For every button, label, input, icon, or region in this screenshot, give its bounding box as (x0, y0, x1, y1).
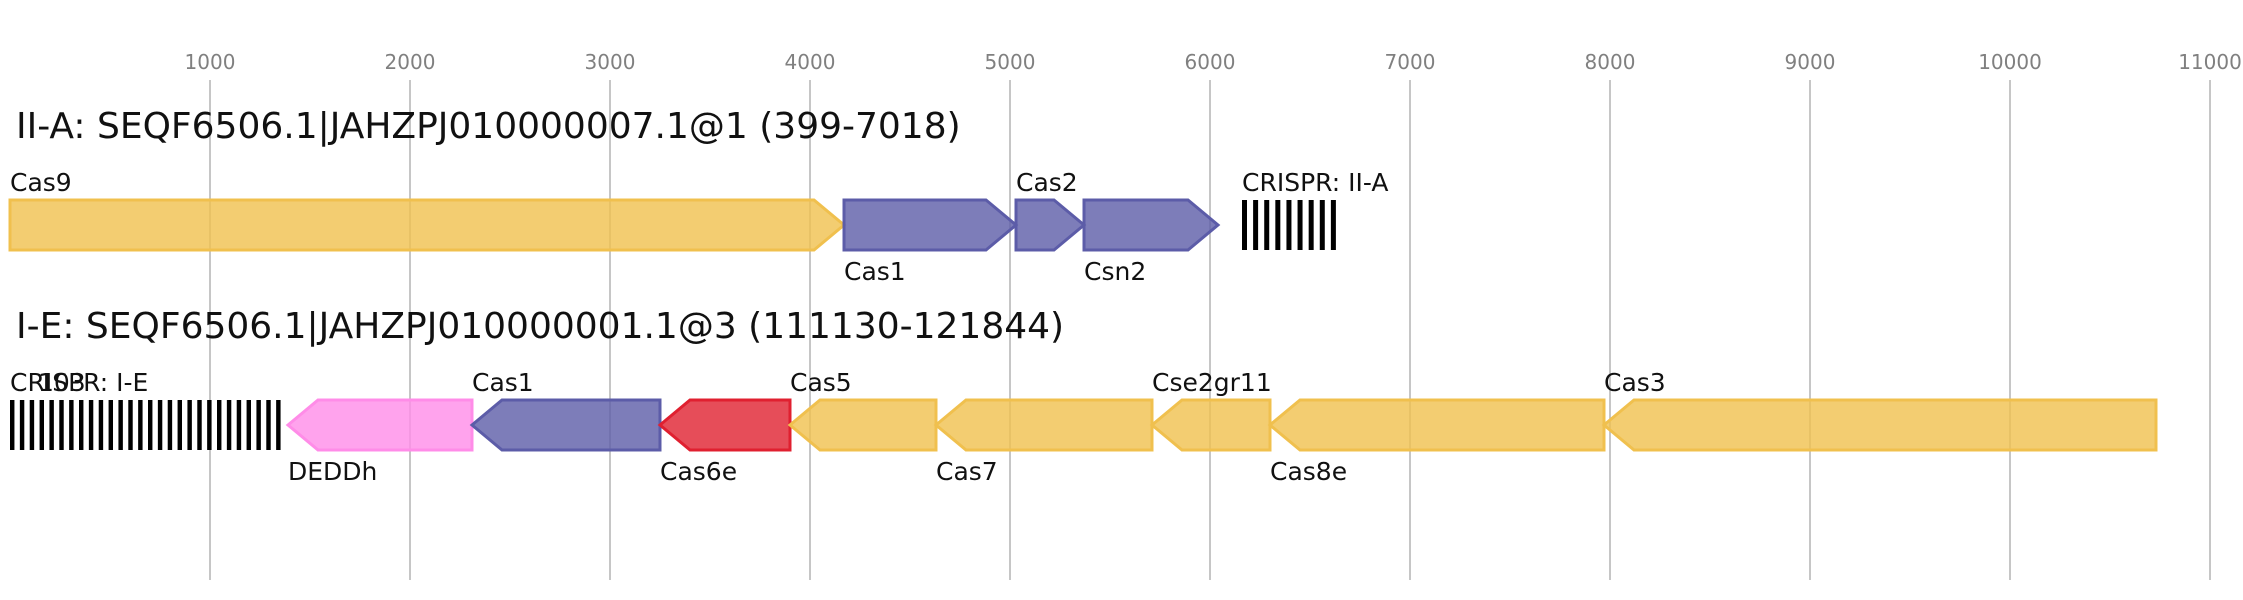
gene-arrow[interactable] (787, 398, 938, 452)
crispr-repeat (177, 400, 183, 450)
gene-label: Cas1 (844, 257, 906, 286)
crispr-repeat (19, 400, 25, 450)
crispr-repeat (167, 400, 173, 450)
tick-label-9000: 9000 (1785, 50, 1836, 74)
gene-arrow[interactable] (1014, 198, 1087, 252)
track-title: II-A: SEQF6506.1|JAHZPJ010000007.1@1 (39… (16, 106, 961, 147)
gene-arrow[interactable] (842, 198, 1019, 252)
crispr-repeat (157, 400, 163, 450)
gene-cas8e[interactable]: Cas8e (1267, 398, 1606, 486)
crispr-repeat (187, 400, 192, 450)
crispr-repeat (217, 400, 222, 450)
gene-arrow[interactable] (1082, 198, 1221, 252)
gene-label: Cas7 (936, 457, 998, 486)
crispr-repeat (1308, 200, 1314, 250)
axis-grid: 1000 2000 3000 4000 5000 6000 7000 8000 9000 1000… (185, 50, 2242, 580)
crispr-repeat (79, 400, 84, 450)
gene-arrow[interactable] (657, 398, 792, 452)
crispr-repeat (1286, 200, 1292, 250)
gene-cse2gr11[interactable]: Cse2gr11 (1149, 368, 1272, 452)
gene-cas6e[interactable]: Cas6e (657, 398, 792, 486)
tick-label-2000: 2000 (385, 50, 436, 74)
gene-cas1[interactable]: Cas1 (842, 198, 1019, 286)
crispr-repeat (1242, 200, 1247, 250)
crispr-repeat (39, 400, 45, 450)
tick-label-1000: 1000 (185, 50, 236, 74)
tick-label-6000: 6000 (1185, 50, 1236, 74)
crispr-label: CRISPR: I-E (10, 368, 148, 397)
crispr-repeat (1319, 200, 1325, 250)
gene-arrow[interactable] (8, 198, 847, 252)
gene-arrow[interactable] (469, 398, 662, 452)
crispr-repeat (29, 400, 35, 450)
crispr-repeat (148, 400, 153, 450)
crispr-repeat (246, 400, 252, 450)
gene-cas2[interactable]: Cas2 (1014, 168, 1087, 252)
gene-cas5[interactable]: Cas5 (787, 368, 938, 452)
tick-label-10000: 10000 (1978, 50, 2042, 74)
gene-label: Cas6e (660, 457, 737, 486)
crispr-repeat (276, 400, 281, 450)
track-0: II-A: SEQF6506.1|JAHZPJ010000007.1@1 (39… (8, 106, 1388, 286)
gene-csn2[interactable]: Csn2 (1082, 198, 1221, 286)
crispr-repeat (256, 400, 261, 450)
gene-label: Cas8e (1270, 457, 1347, 486)
tick-label-3000: 3000 (585, 50, 636, 74)
gene-label: Cas3 (1604, 368, 1666, 397)
tick-label-5000: 5000 (985, 50, 1036, 74)
gene-label: Cas1 (472, 368, 534, 397)
crispr-repeat (236, 400, 242, 450)
gene-arrow[interactable] (933, 398, 1154, 452)
gene-cas3[interactable]: Cas3 (1601, 368, 2158, 452)
gene-arrow[interactable] (285, 398, 474, 452)
crispr-repeat (1264, 200, 1270, 250)
gene-arrow[interactable] (1267, 398, 1606, 452)
gene-label: DEDDh (288, 457, 377, 486)
tick-label-7000: 7000 (1385, 50, 1436, 74)
crispr-repeat (1297, 200, 1303, 250)
gene-arrow[interactable] (1149, 398, 1272, 452)
tick-label-11000: 11000 (2178, 50, 2242, 74)
tick-label-4000: 4000 (785, 50, 836, 74)
gene-cas7[interactable]: Cas7 (933, 398, 1154, 486)
tracks: II-A: SEQF6506.1|JAHZPJ010000007.1@1 (39… (8, 106, 2158, 486)
tick-label-8000: 8000 (1585, 50, 1636, 74)
crispr-repeat (108, 400, 114, 450)
crispr-repeat (59, 400, 64, 450)
crispr-repeat (118, 400, 123, 450)
gene-arrow[interactable] (1601, 398, 2158, 452)
gene-label: Cas9 (10, 168, 72, 197)
crispr-repeat (226, 400, 232, 450)
gene-deddh[interactable]: DEDDh (285, 398, 474, 486)
crispr-count-label: 103 (38, 368, 86, 397)
crispr-repeat (98, 400, 104, 450)
crispr-array: CRISPR: II-A (1242, 168, 1388, 250)
crispr-repeat (197, 400, 202, 450)
crispr-repeat (69, 400, 74, 450)
crispr-repeat (1330, 200, 1336, 250)
gene-cas9[interactable]: Cas9 (8, 168, 847, 252)
crispr-label: CRISPR: II-A (1242, 168, 1388, 197)
crispr-repeat (1275, 200, 1281, 250)
gene-label: Csn2 (1084, 257, 1146, 286)
crispr-repeat (88, 400, 94, 450)
gene-label: Cas2 (1016, 168, 1078, 197)
track-title: I-E: SEQF6506.1|JAHZPJ010000001.1@3 (111… (16, 306, 1064, 347)
crispr-repeat (49, 400, 54, 450)
crispr-repeat (128, 400, 133, 450)
gene-cas1[interactable]: Cas1 (469, 368, 662, 452)
gene-label: Cse2gr11 (1152, 368, 1272, 397)
crispr-repeat (138, 400, 143, 450)
crispr-repeat (266, 400, 271, 450)
track-1: I-E: SEQF6506.1|JAHZPJ010000001.1@3 (111… (10, 306, 2158, 486)
crispr-repeat (207, 400, 212, 450)
gene-label: Cas5 (790, 368, 852, 397)
crispr-repeat (1253, 200, 1259, 250)
crispr-repeat (10, 400, 15, 450)
